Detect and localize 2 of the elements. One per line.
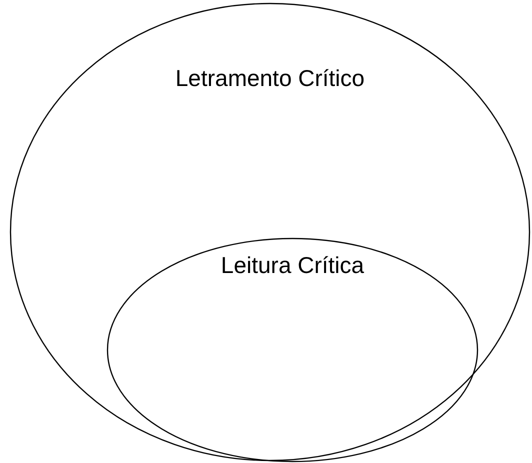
set-label: Leitura Crítica — [220, 252, 364, 279]
set-label: Letramento Crítico — [175, 65, 365, 92]
